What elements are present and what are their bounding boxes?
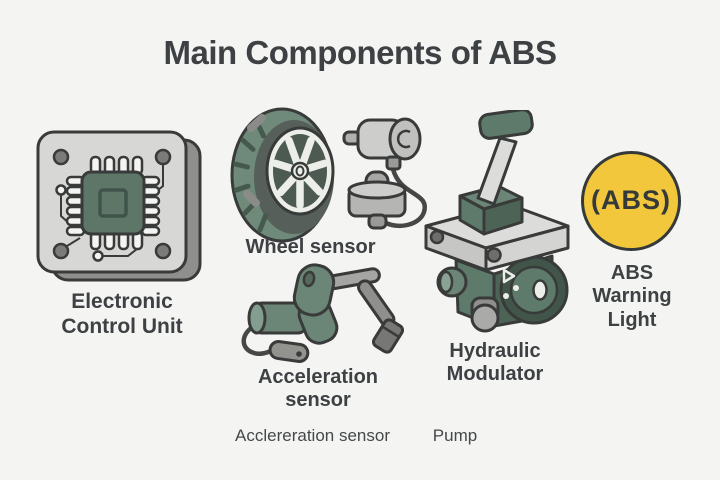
cable-connector bbox=[268, 340, 310, 363]
abs-symbol-text: (ABS) bbox=[591, 184, 671, 215]
hydraulic-modulator-label: Hydraulic Modulator bbox=[446, 340, 544, 386]
abs-warning-light-icon: (ABS) bbox=[581, 151, 681, 251]
acceleration-sensor-caption: Acclereration sensor bbox=[235, 426, 390, 445]
acceleration-sensor-label: Acceleration sensor bbox=[257, 366, 379, 412]
page-title: Main Components of ABS bbox=[163, 34, 557, 71]
cpu-chip bbox=[65, 155, 161, 251]
modulator-lever bbox=[458, 110, 534, 236]
acceleration-sensor-illustration bbox=[241, 263, 405, 363]
wheel-sensor-illustration bbox=[342, 117, 427, 230]
wheel-tire-illustration bbox=[230, 107, 335, 243]
ecu-label: Electronic Control Unit bbox=[61, 290, 183, 338]
ecu-illustration bbox=[36, 130, 202, 282]
abs-warning-light-label: ABS Warning Light bbox=[592, 262, 672, 331]
pump-caption: Pump bbox=[432, 426, 478, 445]
sensor-body bbox=[247, 263, 339, 345]
rim bbox=[265, 126, 335, 216]
wheel-sensor-label: Wheel sensor bbox=[245, 236, 376, 258]
sensor-drum bbox=[347, 170, 407, 230]
sensor-connector bbox=[342, 117, 422, 171]
hydraulic-modulator-illustration bbox=[424, 110, 570, 333]
sensor-cable bbox=[241, 322, 277, 357]
modulator-body bbox=[436, 254, 569, 333]
sensor-arm bbox=[324, 267, 405, 354]
